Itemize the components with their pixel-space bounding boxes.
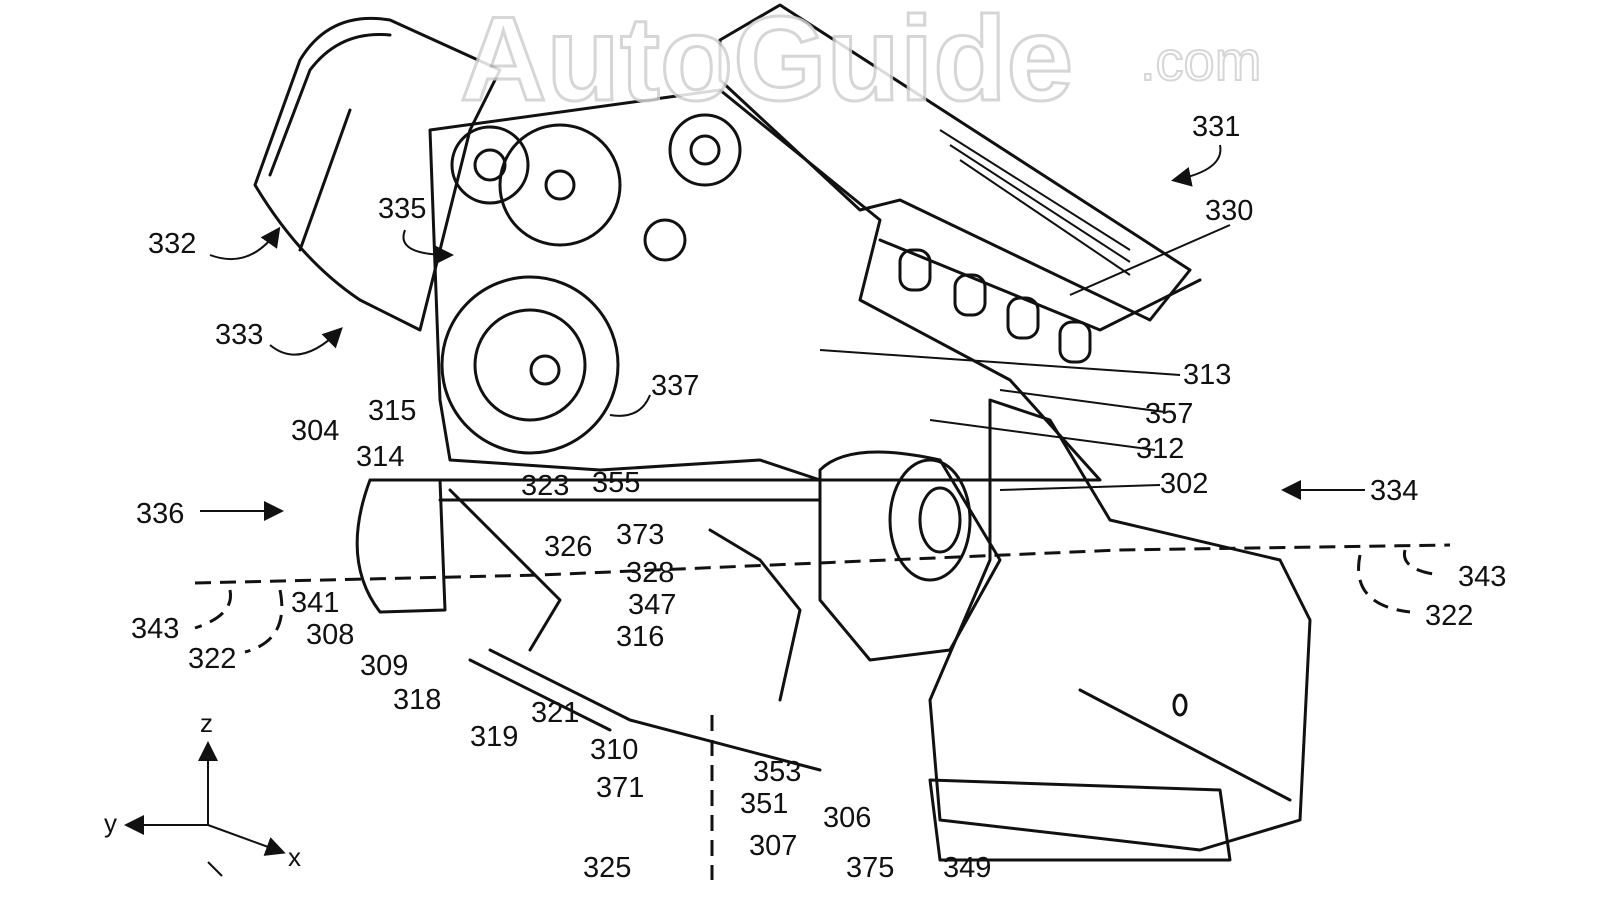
label-312: 312 xyxy=(1136,433,1184,465)
label-322-left: 322 xyxy=(188,643,236,675)
label-309: 309 xyxy=(360,650,408,682)
label-321: 321 xyxy=(531,697,579,729)
label-351: 351 xyxy=(740,788,788,820)
label-373: 373 xyxy=(616,519,664,551)
label-316: 316 xyxy=(616,621,664,653)
svg-text:.com: .com xyxy=(1140,29,1261,92)
bracket-322-left xyxy=(244,589,284,654)
label-313: 313 xyxy=(1183,359,1231,391)
intake-assembly xyxy=(355,478,822,772)
coordinate-axes: z y x xyxy=(104,708,301,877)
bracket-343-right xyxy=(1402,549,1441,577)
axis-x-label: x xyxy=(288,842,301,872)
label-304: 304 xyxy=(291,415,339,447)
label-341: 341 xyxy=(291,587,339,619)
label-315: 315 xyxy=(368,395,416,427)
reference-labels: 331 330 332 335 333 313 337 357 315 304 … xyxy=(131,111,1506,884)
label-336: 336 xyxy=(136,498,184,530)
transmission xyxy=(928,398,1312,862)
leader-arrows xyxy=(200,144,1365,521)
left-valve-cover xyxy=(253,16,502,332)
axis-line-343 xyxy=(194,543,1451,585)
label-331: 331 xyxy=(1192,111,1240,143)
label-335: 335 xyxy=(378,193,426,225)
label-347: 347 xyxy=(628,589,676,621)
label-355: 355 xyxy=(592,467,640,499)
label-328: 328 xyxy=(626,557,674,589)
label-334: 334 xyxy=(1370,475,1418,507)
autoguide-watermark: AutoGuide .com xyxy=(459,0,1263,128)
label-326: 326 xyxy=(544,531,592,563)
pulleys xyxy=(440,113,742,455)
label-357: 357 xyxy=(1145,398,1193,430)
label-332: 332 xyxy=(148,228,196,260)
axis-z-label: z xyxy=(200,708,213,738)
label-343-left: 343 xyxy=(131,613,179,645)
label-318: 318 xyxy=(393,684,441,716)
bracket-343-left xyxy=(194,589,233,630)
label-314: 314 xyxy=(356,441,404,473)
bracket-322-right xyxy=(1357,554,1411,614)
svg-text:AutoGuide: AutoGuide xyxy=(460,0,1073,126)
label-308: 308 xyxy=(306,619,354,651)
label-333: 333 xyxy=(215,319,263,351)
label-330: 330 xyxy=(1205,195,1253,227)
label-325: 325 xyxy=(583,852,631,884)
axis-y-label: y xyxy=(104,808,117,838)
label-323: 323 xyxy=(521,470,569,502)
label-375: 375 xyxy=(846,852,894,884)
label-302: 302 xyxy=(1160,468,1208,500)
label-337: 337 xyxy=(651,370,699,402)
right-valve-cover xyxy=(718,3,1202,364)
label-353: 353 xyxy=(753,756,801,788)
label-310: 310 xyxy=(590,734,638,766)
label-319: 319 xyxy=(470,721,518,753)
label-371: 371 xyxy=(596,772,644,804)
label-343-right: 343 xyxy=(1458,561,1506,593)
label-322-right: 322 xyxy=(1425,600,1473,632)
label-349: 349 xyxy=(943,852,991,884)
label-307: 307 xyxy=(749,830,797,862)
label-306: 306 xyxy=(823,802,871,834)
